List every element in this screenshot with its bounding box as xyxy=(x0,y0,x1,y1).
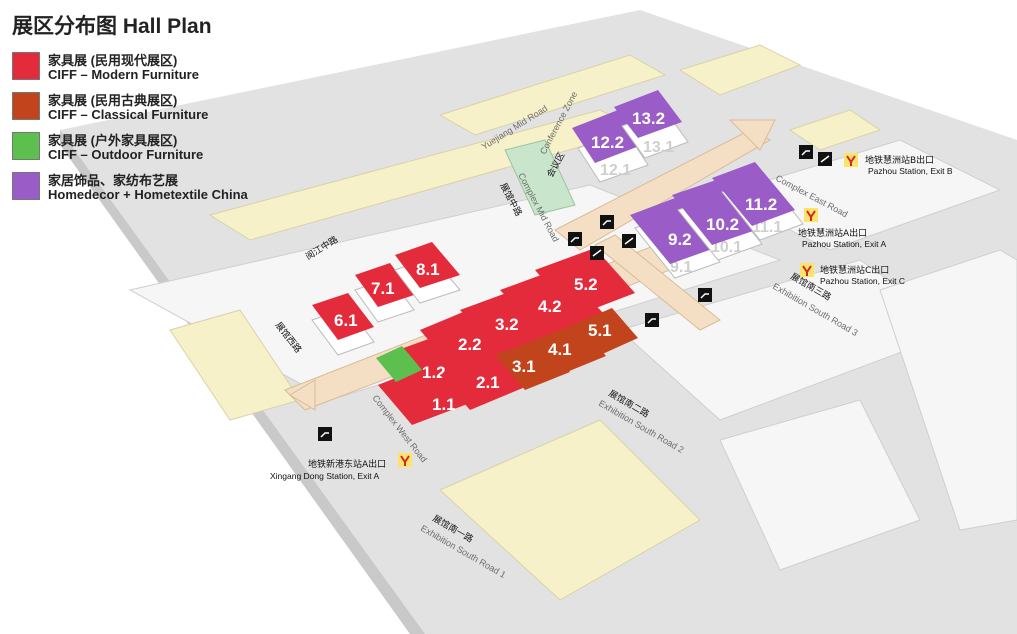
hall-5-1-label: 5.1 xyxy=(588,321,612,340)
block-south xyxy=(719,399,921,571)
legend-item-homedecor: 家居饰品、家纺布艺展 Homedecor + Hometextile China xyxy=(12,170,272,206)
park-north-small xyxy=(678,44,802,96)
escalator-icon xyxy=(318,427,332,441)
legend-en-modern: CIFF – Modern Furniture xyxy=(48,67,199,82)
hall-2-2-label: 2.2 xyxy=(458,335,482,354)
park-south xyxy=(439,419,701,601)
legend-en-classical: CIFF – Classical Furniture xyxy=(48,107,209,122)
legend-item-classical: 家具展 (民用古典展区) CIFF – Classical Furniture xyxy=(12,90,272,126)
legend-item-outdoor: 家具展 (户外家具展区) CIFF – Outdoor Furniture xyxy=(12,130,272,166)
hall-5-1[interactable] xyxy=(572,308,638,356)
hall-13-2-label: 13.2 xyxy=(632,109,665,128)
legend-item-modern: 家具展 (民用现代展区) CIFF – Modern Furniture xyxy=(12,50,272,86)
hall-5-2-label: 5.2 xyxy=(574,275,598,294)
hall-10-2[interactable] xyxy=(672,180,756,245)
metro-icon xyxy=(398,453,412,467)
park-east xyxy=(788,109,882,151)
hall-1-2-label: 1.2 xyxy=(422,363,446,382)
hall-9-2[interactable] xyxy=(630,198,715,264)
hall-group-homedecor: 9.1 9.2 10.1 10.2 11.1 11.2 12.1 12.2 13… xyxy=(572,90,804,279)
hall-4-2[interactable] xyxy=(500,268,605,338)
hall-8-1[interactable] xyxy=(395,242,460,288)
hall-4-2-label: 4.2 xyxy=(538,297,562,316)
hall-9-2-label: 9.2 xyxy=(668,230,692,249)
hall-5-2[interactable] xyxy=(535,248,635,316)
conference-zone xyxy=(504,139,576,216)
station-a-en: Pazhou Station, Exit A xyxy=(802,239,886,249)
station-c-cn: 地铁慧洲站C出口 xyxy=(820,264,889,276)
hall-6-1[interactable] xyxy=(312,293,374,340)
legend-cn-modern: 家具展 (民用现代展区) xyxy=(48,53,178,68)
hall-13-1-label: 13.1 xyxy=(643,139,674,156)
walkway-arrow-west xyxy=(289,379,316,411)
legend-cn-outdoor: 家具展 (户外家具展区) xyxy=(48,133,178,148)
walkway-arrow-east xyxy=(728,119,776,151)
walkway-cross xyxy=(594,234,721,331)
legend-cn-homedecor: 家居饰品、家纺布艺展 xyxy=(48,173,179,188)
legend-swatch-classical xyxy=(12,92,40,120)
hall-10-1-label: 10.1 xyxy=(711,239,742,256)
legend-en-homedecor: Homedecor + Hometextile China xyxy=(48,187,248,202)
legend-en-outdoor: CIFF – Outdoor Furniture xyxy=(48,147,204,162)
escalator-icon xyxy=(590,246,604,260)
hall-2-2[interactable] xyxy=(420,305,525,380)
escalator-icon xyxy=(698,288,712,302)
metro-icon xyxy=(844,153,858,167)
hall-6-1-label: 6.1 xyxy=(334,311,358,330)
metro-icon xyxy=(800,263,814,277)
hall-9-1-label: 9.1 xyxy=(670,259,692,276)
hall-7-1-label: 7.1 xyxy=(371,279,395,298)
hall-8-1-label: 8.1 xyxy=(416,260,440,279)
legend-swatch-outdoor xyxy=(12,132,40,160)
station-xingang-en: Xingang Dong Station, Exit A xyxy=(270,471,379,481)
page-title: 展区分布图 Hall Plan xyxy=(12,15,212,38)
block-far-east xyxy=(879,249,1017,531)
escalator-icon xyxy=(799,145,813,159)
legend-swatch-homedecor xyxy=(12,172,40,200)
hall-11-1-label: 11.1 xyxy=(752,219,782,236)
park-north-east xyxy=(438,54,667,136)
hall-1-1-label: 1.1 xyxy=(432,395,456,414)
hall-4-1-label: 4.1 xyxy=(548,340,572,359)
metro-icon xyxy=(804,208,818,222)
escalator-icon xyxy=(818,152,832,166)
escalator-icon xyxy=(600,215,614,229)
legend-swatch-modern xyxy=(12,52,40,80)
station-xingang-cn: 地铁新港东站A出口 xyxy=(308,458,386,470)
hall-3-1-label: 3.1 xyxy=(512,357,536,376)
hall-11-2-label: 11.2 xyxy=(745,195,777,214)
hall-group-outdoor-furniture xyxy=(376,346,422,382)
escalator-icon xyxy=(568,232,582,246)
escalator-icon xyxy=(622,234,636,248)
station-b-en: Pazhou Station, Exit B xyxy=(868,166,953,176)
hall-13-2[interactable] xyxy=(614,90,682,138)
station-a-cn: 地铁慧洲站A出口 xyxy=(798,227,867,239)
hall-10-2-label: 10.2 xyxy=(706,215,739,234)
hall-group-classical-furniture: 3.1 4.1 5.1 xyxy=(495,308,638,390)
hall-7-1[interactable] xyxy=(355,263,414,307)
station-c-en: Pazhou Station, Exit C xyxy=(820,276,905,286)
escalator-icon xyxy=(645,313,659,327)
hall-12-2-label: 12.2 xyxy=(591,133,624,152)
station-b-cn: 地铁慧洲站B出口 xyxy=(865,154,934,166)
hall-11-2[interactable] xyxy=(712,162,795,226)
legend-cn-classical: 家具展 (民用古典展区) xyxy=(48,93,178,108)
hall-12-2[interactable] xyxy=(572,110,642,163)
hall-outdoor[interactable] xyxy=(376,346,422,382)
hall-3-2-label: 3.2 xyxy=(495,315,519,334)
hall-12-1-label: 12.1 xyxy=(600,162,631,179)
hall-2-1-label: 2.1 xyxy=(476,373,500,392)
